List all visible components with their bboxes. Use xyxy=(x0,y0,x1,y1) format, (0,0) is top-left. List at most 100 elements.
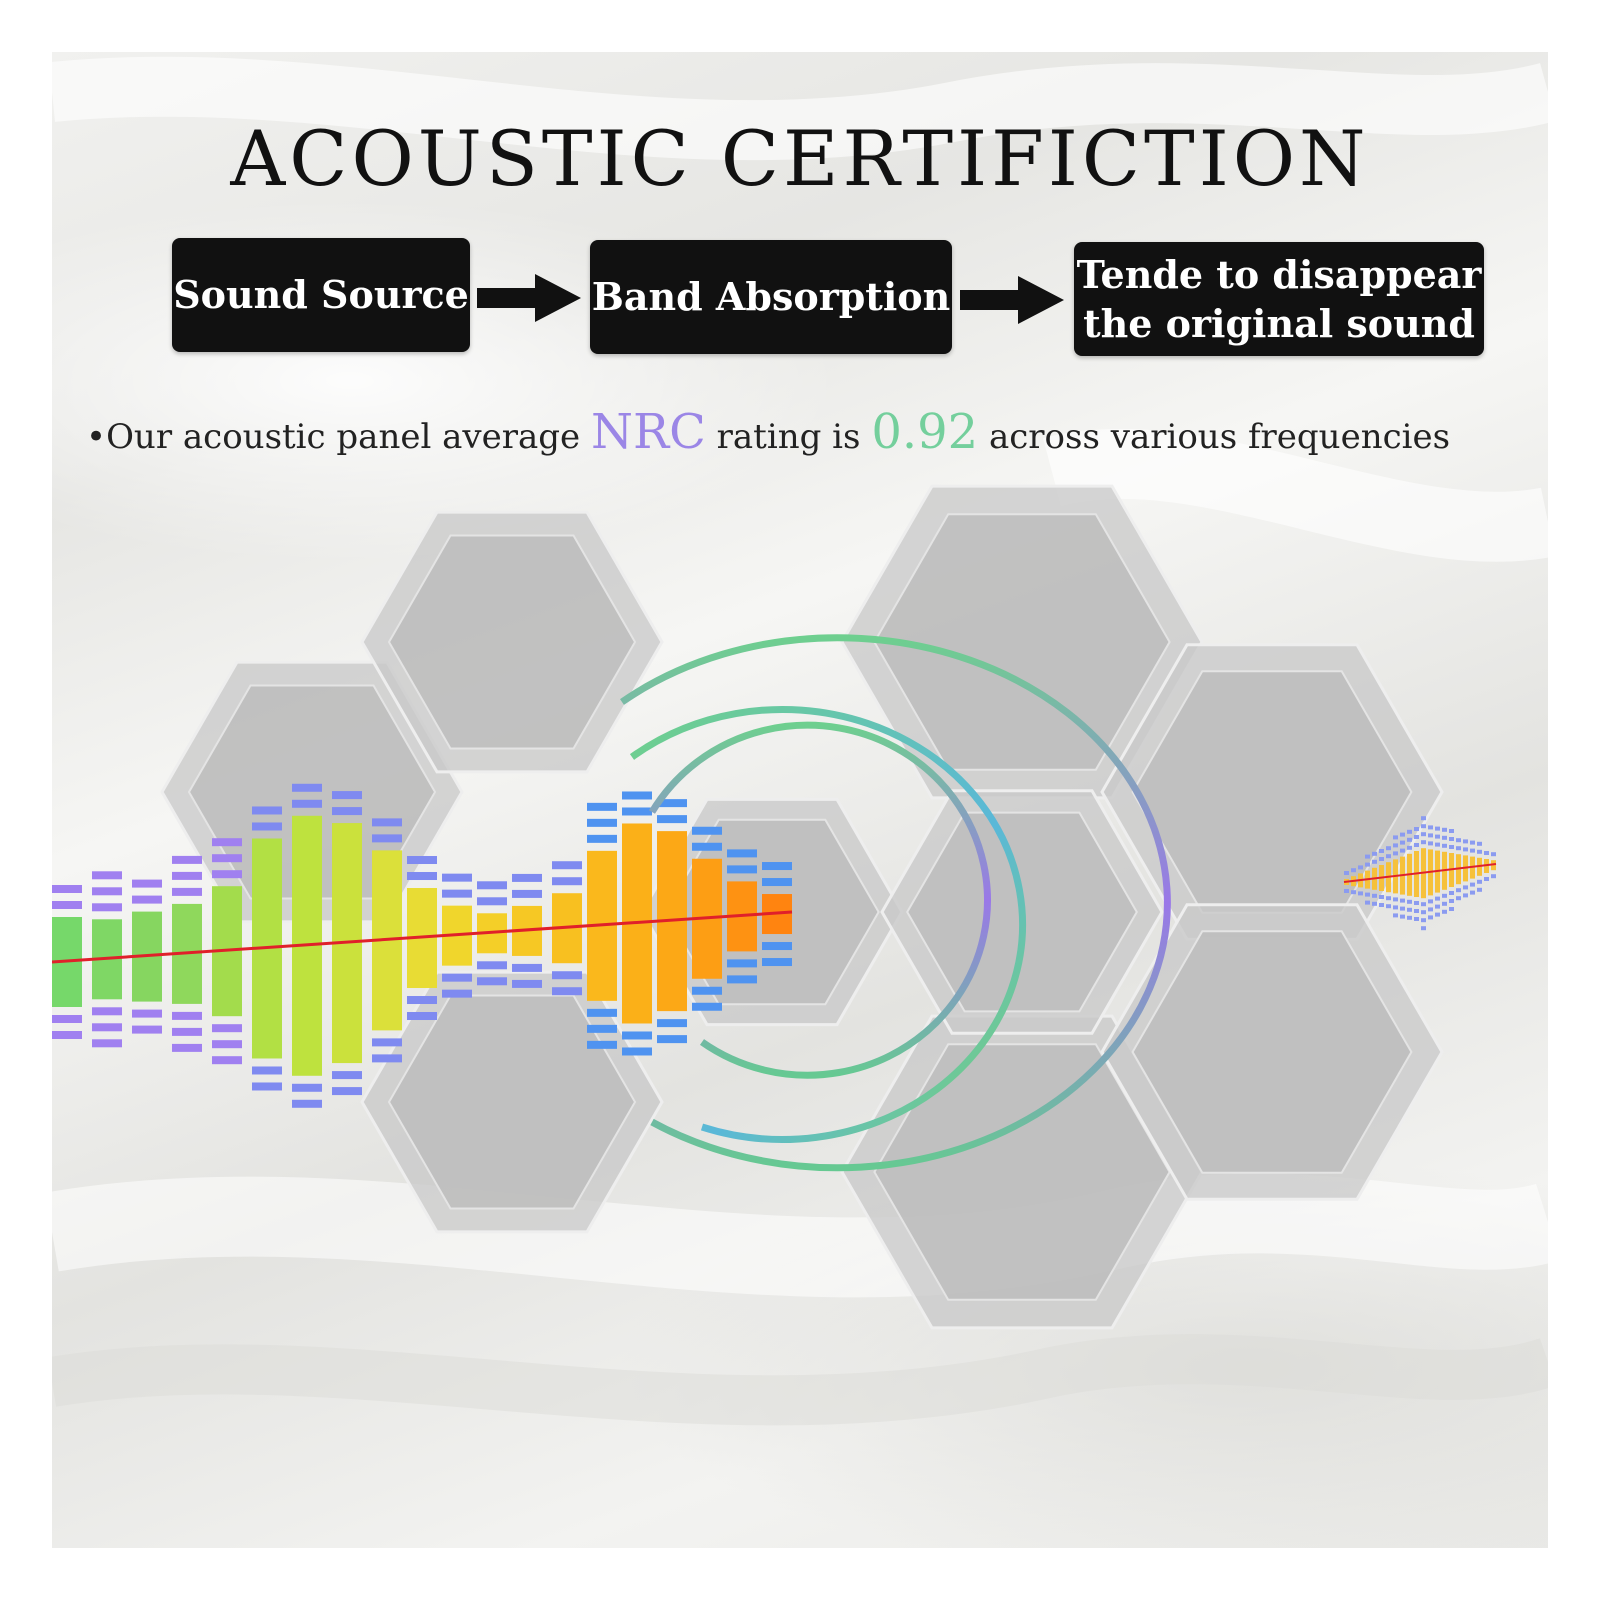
sound-bar-segment xyxy=(762,942,792,951)
sound-bar-segment xyxy=(762,958,792,967)
attenuated-bar-segment xyxy=(1477,841,1482,846)
nrc-label: NRC xyxy=(590,404,706,460)
attenuated-bar-segment xyxy=(1449,845,1454,849)
attenuated-bar-segment xyxy=(1435,842,1440,847)
signal-line-output xyxy=(1343,863,1497,883)
step-disappear-sound-text: Tende to disappear the original sound xyxy=(1077,250,1482,349)
sound-bar-segment xyxy=(52,1031,82,1039)
sound-bar-segment xyxy=(442,989,472,998)
sound-bar-segment xyxy=(52,885,82,893)
attenuated-bar-segment xyxy=(1442,909,1447,914)
attenuated-bar-segment xyxy=(1477,849,1482,854)
nrc-text-middle: rating is xyxy=(705,417,872,457)
sound-bar-segment xyxy=(132,1025,162,1034)
sound-bar-segment xyxy=(252,1082,282,1091)
sound-bar-segment xyxy=(172,855,202,864)
sound-bar-segment xyxy=(692,842,722,851)
sound-bar-segment xyxy=(92,1023,122,1032)
sound-bar-segment xyxy=(692,986,722,995)
sound-bar-segment xyxy=(172,1011,202,1020)
sound-bar-segment xyxy=(727,849,757,858)
sound-bar-segment xyxy=(92,871,122,880)
attenuated-bar-segment xyxy=(1421,824,1426,829)
sound-bar-segment xyxy=(372,1054,402,1063)
sound-bar-segment xyxy=(212,1040,242,1049)
attenuated-bar-segment xyxy=(1393,897,1398,902)
attenuated-bar-segment xyxy=(1393,843,1398,848)
attenuated-bar-segment xyxy=(1435,896,1440,901)
sound-bar-segment xyxy=(657,799,687,808)
attenuated-bar-segment xyxy=(1463,839,1468,844)
attenuated-bar-segment xyxy=(1477,879,1482,884)
sound-bar-segment xyxy=(172,1027,202,1036)
sound-bar-segment xyxy=(407,872,437,881)
hexagon-panel-face xyxy=(1131,930,1413,1174)
attenuated-bar-segment xyxy=(1428,899,1433,904)
attenuated-bar-segment xyxy=(1379,895,1384,899)
sound-bar-segment xyxy=(172,871,202,880)
sound-bar-segment xyxy=(477,961,507,970)
sound-bar-segment xyxy=(212,1056,242,1065)
attenuated-bar-segment xyxy=(1400,898,1405,903)
attenuated-bar-segment xyxy=(1442,893,1447,898)
attenuated-bar-segment xyxy=(1414,917,1419,921)
attenuated-bar-segment xyxy=(1470,840,1475,845)
attenuated-bar-segment xyxy=(1407,829,1412,834)
attenuated-bar-segment xyxy=(1449,829,1454,833)
attenuated-bar-segment xyxy=(1491,852,1496,857)
attenuated-bar-segment xyxy=(1428,841,1433,846)
attenuated-bar-segment xyxy=(1358,891,1363,896)
sound-bar-segment xyxy=(762,862,792,871)
sound-ring-outer xyxy=(620,634,1171,1172)
sound-bar-segment xyxy=(252,822,282,831)
sound-bar-segment xyxy=(292,799,322,808)
hexagon-panel-face xyxy=(873,1043,1171,1301)
sound-bar-segment xyxy=(172,1043,202,1052)
attenuated-bar-segment xyxy=(1421,832,1426,837)
sound-bar-segment xyxy=(762,878,792,887)
attenuated-bar-segment xyxy=(1428,915,1433,920)
attenuated-bar-segment xyxy=(1379,903,1384,907)
attenuated-bar-segment xyxy=(1393,835,1398,840)
attenuated-bar-segment xyxy=(1414,843,1419,847)
attenuated-bar-segment xyxy=(1379,849,1384,853)
attenuated-bar-segment xyxy=(1407,899,1412,904)
sound-bar-segment xyxy=(692,1002,722,1011)
sound-bar-segment xyxy=(657,1035,687,1044)
attenuated-bar-segment xyxy=(1407,907,1412,912)
sound-bar-segment xyxy=(587,1040,617,1049)
sound-bar-segment xyxy=(132,879,162,888)
attenuated-bar-segment xyxy=(1470,890,1475,895)
sound-rings xyxy=(620,634,1171,1172)
attenuated-bar-segment xyxy=(1421,926,1426,931)
attenuated-bar-segment xyxy=(1400,906,1405,911)
acoustic-panel-illustration xyxy=(52,484,1497,1330)
sound-bar-segment xyxy=(552,987,582,996)
step-sound-source-label: Sound Source xyxy=(173,272,469,318)
attenuated-bar-segment xyxy=(1400,914,1405,919)
attenuated-bar-segment xyxy=(1435,826,1440,831)
attenuated-bar-segment xyxy=(1449,837,1454,841)
attenuated-bar-segment xyxy=(1393,905,1398,910)
sound-bar-segment xyxy=(477,897,507,906)
sound-bar-segment xyxy=(552,971,582,980)
sound-bar-segment xyxy=(92,903,122,912)
attenuated-bar-segment xyxy=(1414,901,1419,905)
sound-bar-segment xyxy=(727,975,757,984)
nrc-statement: •Our acoustic panel average NRC rating i… xyxy=(86,404,1546,460)
attenuated-bar-segment xyxy=(1435,904,1440,909)
sound-bar-segment xyxy=(252,1066,282,1075)
attenuated-bar-segment xyxy=(1365,854,1370,859)
nrc-value: 0.92 xyxy=(871,404,979,460)
attenuated-bar-segment xyxy=(1421,902,1426,907)
attenuated-bar-segment xyxy=(1407,915,1412,920)
sound-bar-segment xyxy=(212,1024,242,1033)
attenuated-bar-segment xyxy=(1414,827,1419,831)
sound-bar-segment xyxy=(512,963,542,972)
attenuated-bar-segment xyxy=(1400,848,1405,853)
sound-bar-segment xyxy=(512,979,542,988)
step-disappear-sound-line1: Tende to disappear xyxy=(1076,251,1482,297)
sound-bar-segment xyxy=(92,1007,122,1016)
sound-bar-segment xyxy=(657,815,687,824)
attenuated-bar-segment xyxy=(1365,900,1370,905)
